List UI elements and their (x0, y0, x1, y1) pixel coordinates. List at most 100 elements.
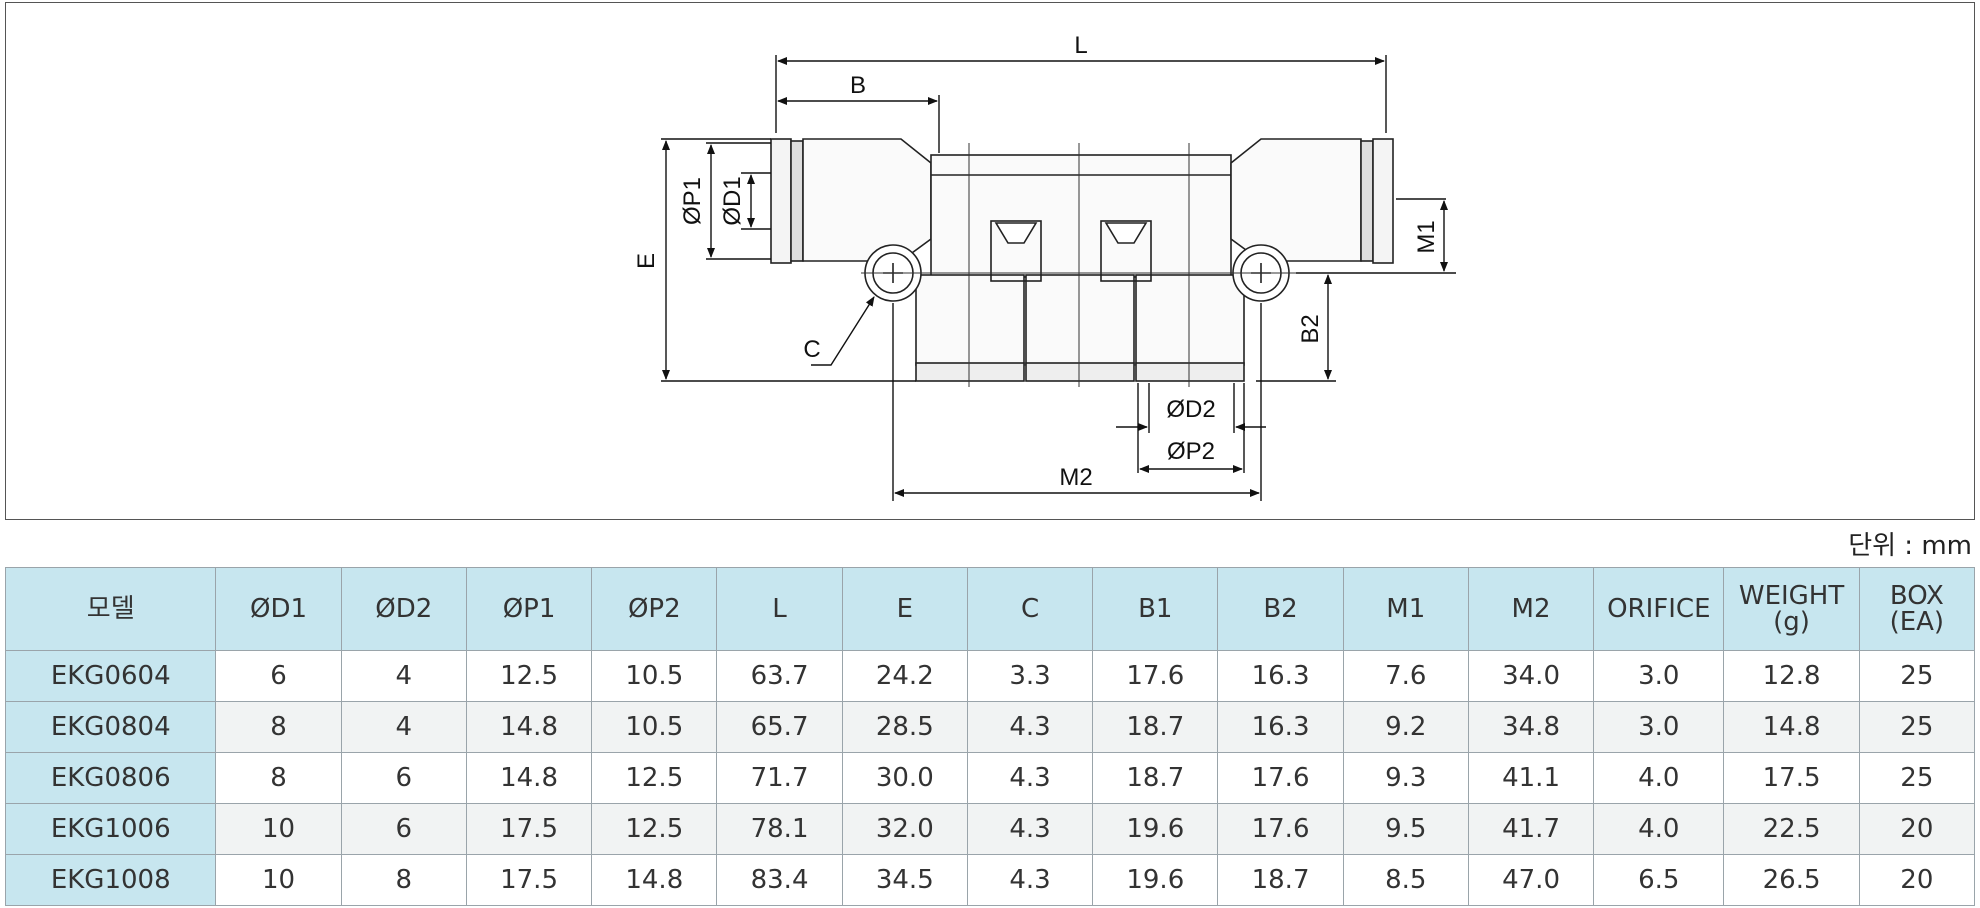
model-cell: EKG1008 (4, 854, 217, 906)
value-cell: 6.5 (1593, 854, 1725, 906)
value-cell: 4 (340, 701, 467, 753)
value-cell: 26.5 (1723, 854, 1860, 906)
label-D2: ØD2 (1166, 396, 1215, 423)
value-cell: 32.0 (841, 803, 968, 855)
value-cell: 12.5 (591, 803, 718, 855)
value-cell: 25 (1858, 650, 1976, 702)
value-cell: 4 (340, 650, 467, 702)
value-cell: 10 (215, 854, 342, 906)
value-cell: 3.3 (966, 650, 1094, 702)
value-cell: 12.8 (1723, 650, 1860, 702)
value-cell: 18.7 (1092, 701, 1219, 753)
value-cell: 18.7 (1092, 752, 1219, 804)
header-b1: B1 (1092, 567, 1219, 651)
value-cell: 4.3 (966, 701, 1094, 753)
value-cell: 12.5 (591, 752, 718, 804)
label-M1: M1 (1413, 220, 1440, 253)
value-cell: 65.7 (716, 701, 843, 753)
value-cell: 17.6 (1092, 650, 1219, 702)
model-cell: EKG0604 (4, 650, 217, 702)
value-cell: 6 (215, 650, 342, 702)
model-cell: EKG0806 (4, 752, 217, 804)
header-weight: WEIGHT (g) (1723, 567, 1860, 651)
value-cell: 12.5 (465, 650, 593, 702)
dimension-lines (661, 55, 1456, 501)
fitting-body (770, 138, 1394, 382)
header-model: 모델 (4, 567, 217, 651)
spec-table: 모델 ØD1 ØD2 ØP1 ØP2 L E C B1 B2 M1 M2 ORI… (4, 567, 1976, 906)
technical-drawing: L B E ØP1 ØD1 M1 B2 ØD2 ØP2 M2 C (5, 2, 1975, 520)
value-cell: 19.6 (1092, 803, 1219, 855)
value-cell: 83.4 (716, 854, 843, 906)
value-cell: 4.3 (966, 752, 1094, 804)
fitting-diagram: L B E ØP1 ØD1 M1 B2 ØD2 ØP2 M2 C (633, 32, 1456, 501)
value-cell: 6 (340, 803, 467, 855)
value-cell: 34.8 (1467, 701, 1595, 753)
value-cell: 71.7 (716, 752, 843, 804)
value-cell: 8 (215, 752, 342, 804)
value-cell: 9.5 (1342, 803, 1469, 855)
model-cell: EKG1006 (4, 803, 217, 855)
value-cell: 6 (340, 752, 467, 804)
value-cell: 14.8 (591, 854, 718, 906)
value-cell: 8 (215, 701, 342, 753)
value-cell: 9.3 (1342, 752, 1469, 804)
value-cell: 18.7 (1217, 854, 1344, 906)
value-cell: 17.5 (1723, 752, 1860, 804)
header-d1: ØD1 (215, 567, 342, 651)
value-cell: 30.0 (841, 752, 968, 804)
value-cell: 17.6 (1217, 803, 1344, 855)
value-cell: 28.5 (841, 701, 968, 753)
value-cell: 9.2 (1342, 701, 1469, 753)
value-cell: 63.7 (716, 650, 843, 702)
header-d2: ØD2 (340, 567, 467, 651)
value-cell: 10.5 (591, 650, 718, 702)
label-P2: ØP2 (1167, 438, 1215, 465)
value-cell: 19.6 (1092, 854, 1219, 906)
value-cell: 17.6 (1217, 752, 1344, 804)
value-cell: 10.5 (591, 701, 718, 753)
value-cell: 47.0 (1467, 854, 1595, 906)
header-orifice: ORIFICE (1593, 567, 1725, 651)
header-p1: ØP1 (465, 567, 593, 651)
value-cell: 25 (1858, 701, 1976, 753)
label-B: B (850, 72, 866, 99)
header-e: E (841, 567, 968, 651)
value-cell: 14.8 (1723, 701, 1860, 753)
unit-note: 단위 : mm (1848, 531, 1972, 561)
label-M2: M2 (1059, 464, 1092, 491)
value-cell: 17.5 (465, 854, 593, 906)
header-m2: M2 (1467, 567, 1595, 651)
header-l: L (716, 567, 843, 651)
label-L: L (1074, 32, 1087, 59)
value-cell: 34.5 (841, 854, 968, 906)
value-cell: 7.6 (1342, 650, 1469, 702)
header-b2: B2 (1217, 567, 1344, 651)
value-cell: 4.3 (966, 854, 1094, 906)
value-cell: 3.0 (1593, 650, 1725, 702)
value-cell: 20 (1858, 803, 1976, 855)
value-cell: 8 (340, 854, 467, 906)
value-cell: 14.8 (465, 752, 593, 804)
label-P1: ØP1 (679, 177, 706, 225)
header-p2: ØP2 (591, 567, 718, 651)
value-cell: 41.7 (1467, 803, 1595, 855)
value-cell: 41.1 (1467, 752, 1595, 804)
value-cell: 4.3 (966, 803, 1094, 855)
value-cell: 25 (1858, 752, 1976, 804)
value-cell: 17.5 (465, 803, 593, 855)
value-cell: 4.0 (1593, 803, 1725, 855)
value-cell: 20 (1858, 854, 1976, 906)
label-D1: ØD1 (719, 176, 746, 225)
value-cell: 10 (215, 803, 342, 855)
label-C: C (803, 336, 820, 363)
header-box: BOX (EA) (1858, 567, 1976, 651)
center-lines (861, 143, 1296, 387)
value-cell: 22.5 (1723, 803, 1860, 855)
value-cell: 24.2 (841, 650, 968, 702)
value-cell: 34.0 (1467, 650, 1595, 702)
